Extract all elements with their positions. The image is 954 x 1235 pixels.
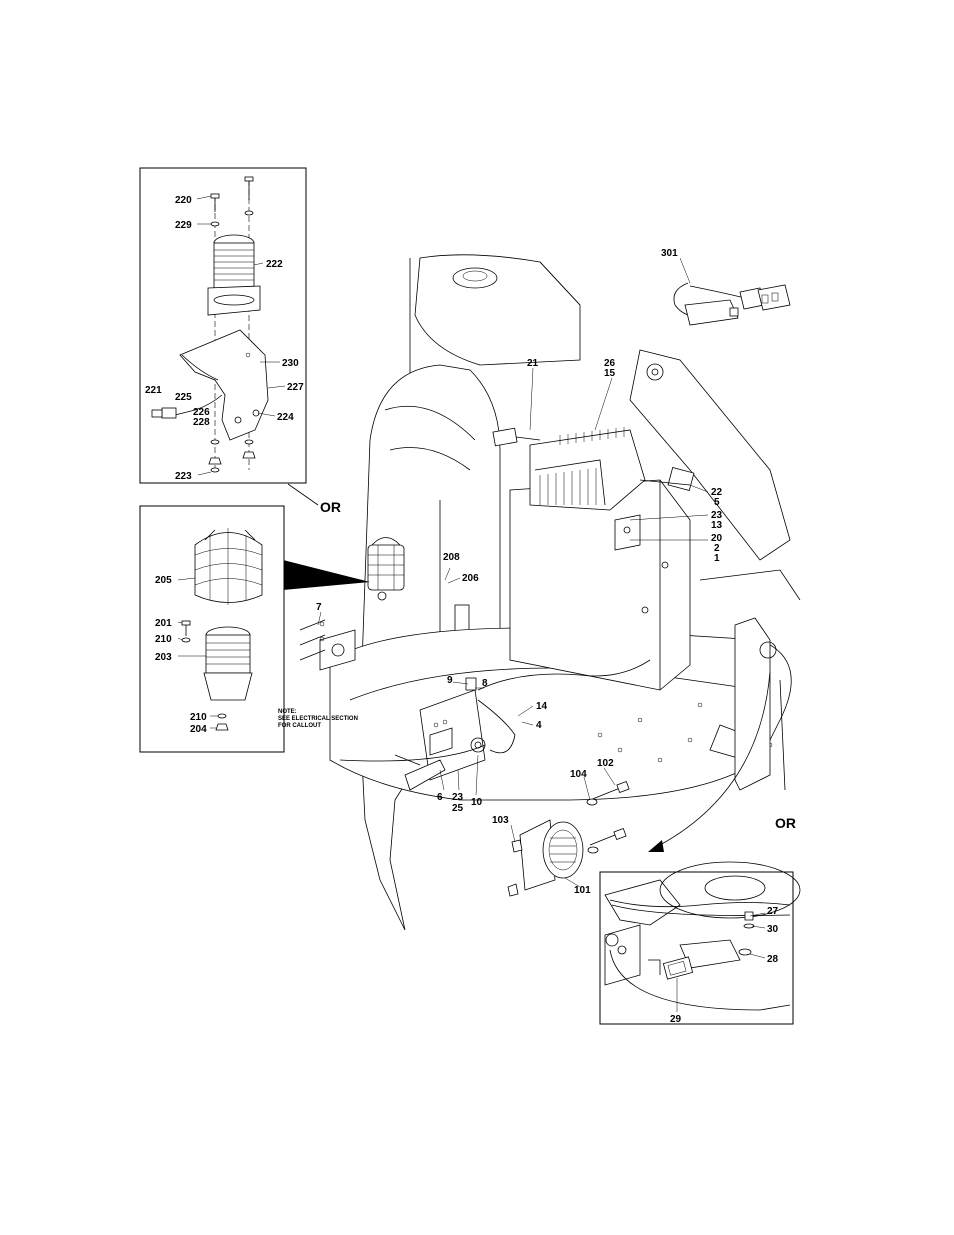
callout: 10 [471,797,483,808]
callout: 30 [767,924,779,935]
callout: 15 [604,368,616,379]
callout: 1 [714,553,720,564]
bottom-inset-frame [599,861,801,1025]
leader-lines [177,195,766,1012]
callout: 20 [711,533,723,544]
callout: 7 [316,602,322,613]
alarm-101 [507,781,630,897]
callout: 26 [604,358,616,369]
callout: 104 [570,769,587,780]
callout: 208 [443,552,460,563]
note-line-3: FOR CALLOUT [278,723,321,729]
callout: 103 [492,815,509,826]
or-label-top: OR [320,499,341,515]
callout: 8 [482,678,488,689]
callout: 102 [597,758,614,769]
top-inset-frame [139,167,307,484]
callout: 206 [462,573,479,584]
note-line-1: NOTE: [278,709,297,715]
or-label-bottom: OR [775,815,796,831]
callout: 224 [277,412,294,423]
callout: 6 [437,792,443,803]
callout: 204 [190,724,207,735]
callout: 225 [175,392,192,403]
callout: 229 [175,220,192,231]
note-line-2: SEE ELECTRICAL SECTION [278,716,358,722]
callout: 210 [190,712,207,723]
callout: 27 [767,906,779,917]
callout: 205 [155,575,172,586]
callout: 203 [155,652,172,663]
callout: 226 [193,407,210,418]
callout: 22 [711,487,723,498]
callout: 25 [452,803,464,814]
callout: 201 [155,618,172,629]
callout: 4 [536,720,542,731]
callout: 221 [145,385,162,396]
callout: 222 [266,259,283,270]
main-assembly [299,254,801,931]
pointer-arrow [283,560,370,590]
callout: 223 [175,471,192,482]
callout: 23 [452,792,464,803]
beacon-on-boom [367,537,405,601]
callout: 5 [714,497,720,508]
callout: 13 [711,520,723,531]
callout: 101 [574,885,591,896]
callout: 220 [175,195,192,206]
callout: 227 [287,382,304,393]
curved-arrow [659,671,771,846]
callout: 9 [447,675,453,686]
callout: 228 [193,417,210,428]
callout: 23 [711,510,723,521]
callout: 21 [527,358,539,369]
callout: 14 [536,701,548,712]
harness-301 [673,282,791,326]
callout: 2 [714,543,720,554]
callout: 230 [282,358,299,369]
callout: 210 [155,634,172,645]
callout: 28 [767,954,779,965]
middle-inset-frame [139,505,285,753]
callout: 301 [661,248,678,259]
callout: 29 [670,1014,682,1025]
